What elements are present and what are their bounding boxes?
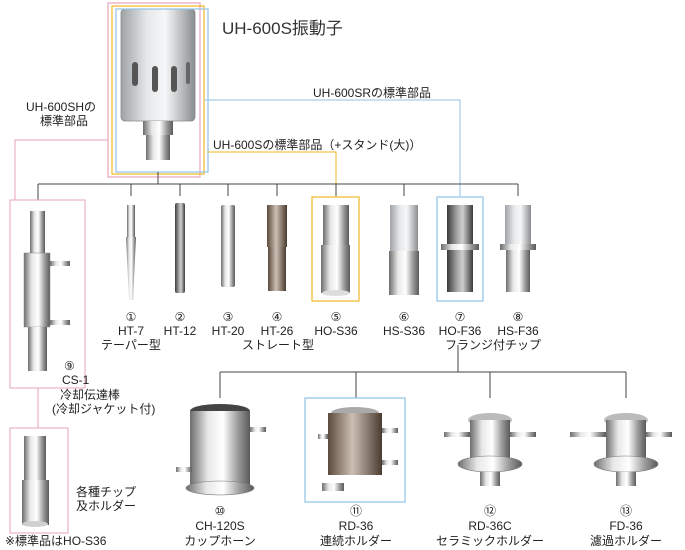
tip-image-hsf36 — [500, 205, 536, 292]
tip-3-num: ③ — [222, 310, 234, 324]
various-line1: 各種チップ — [76, 485, 137, 499]
holder-image-rd36 — [318, 407, 398, 491]
holder-12-desc: セラミックホルダー — [435, 534, 544, 548]
cs1-name: CS-1 — [62, 373, 90, 387]
tip-image-hos36 — [321, 205, 350, 296]
holder-11-name: RD-36 — [338, 519, 374, 533]
sr-standard-note: UH-600SRの標準部品 — [313, 86, 432, 100]
tree-lines — [37, 172, 627, 398]
tip-image-hss36 — [389, 205, 419, 295]
tip-8-name: HS-F36 — [497, 324, 539, 338]
tip-6-num: ⑥ — [398, 310, 410, 324]
tip-1-desc: テーパー型 — [101, 338, 161, 352]
tip-5-num: ⑤ — [330, 310, 342, 324]
tip-4-desc: ストレート型 — [242, 338, 315, 352]
holder-10-desc: カップホーン — [184, 534, 256, 548]
tip-image-hof36 — [441, 205, 479, 292]
tip-4-num: ④ — [271, 310, 283, 324]
holder-10-name: CH-120S — [195, 519, 245, 533]
sr-frame — [115, 8, 209, 173]
sh-standard-note-2: 標準部品 — [40, 114, 89, 128]
yellow-connector — [207, 151, 337, 197]
holder-image-ch120s — [176, 404, 266, 496]
various-line2: 及ホルダー — [76, 499, 137, 513]
holder-image-fd36 — [570, 413, 672, 486]
tip-6-name: HS-S36 — [382, 324, 426, 338]
tip-3-name: HT-20 — [211, 324, 245, 338]
cs1-num: ⑨ — [64, 359, 75, 373]
cs1-frame — [9, 199, 86, 389]
tip-4-name: HT-26 — [260, 324, 294, 338]
sh-standard-note-1: UH-600SHの — [26, 100, 97, 114]
rd-36-frame — [304, 397, 406, 503]
pink-connector — [14, 139, 108, 200]
holder-13-desc: 濾過ホルダー — [589, 534, 662, 548]
holder-12-num: ⑫ — [483, 504, 496, 518]
transducer-title: UH-600S振動子 — [222, 19, 343, 38]
cs1-desc2: (冷却ジャケット付) — [52, 402, 156, 416]
standard-tip-note: ※標準品はHO-S36 — [5, 534, 107, 548]
holder-13-num: ⑬ — [619, 504, 632, 518]
ho-s36-frame — [311, 196, 360, 302]
holder-10-num: ⑩ — [214, 504, 226, 518]
transducer-image — [120, 8, 196, 160]
tip-image-ht26 — [267, 205, 287, 291]
tip-image-ht7 — [126, 205, 136, 300]
tip-image-ht20 — [221, 205, 235, 287]
cs1-desc1: 冷却伝達棒 — [60, 388, 121, 402]
tip-7-desc: フランジ付チップ — [444, 338, 541, 352]
holder-image-rd36c — [444, 413, 536, 486]
tip-image-ht12 — [175, 203, 185, 293]
tip-1-num: ① — [125, 310, 137, 324]
tip-7-num: ⑦ — [454, 310, 466, 324]
sh-frame — [107, 2, 201, 178]
cs1-image — [23, 211, 70, 371]
tip-8-num: ⑧ — [512, 310, 524, 324]
tip-2-name: HT-12 — [163, 324, 197, 338]
tip-5-name: HO-S36 — [314, 324, 358, 338]
tip-7-name: HO-F36 — [438, 324, 482, 338]
holder-11-desc: 連続ホルダー — [319, 534, 392, 548]
various-frame — [9, 427, 69, 534]
tip-2-num: ② — [174, 310, 186, 324]
holder-13-name: FD-36 — [609, 519, 643, 533]
ho-f36-frame — [436, 196, 484, 302]
blue-connector — [204, 99, 461, 196]
holder-11-num: ⑪ — [349, 504, 362, 518]
various-tips-image — [22, 436, 49, 527]
tip-1-name: HT-7 — [117, 324, 144, 338]
holder-12-name: RD-36C — [468, 519, 512, 533]
s-standard-note: UH-600Sの標準部品（+スタンド(大)） — [213, 138, 422, 152]
